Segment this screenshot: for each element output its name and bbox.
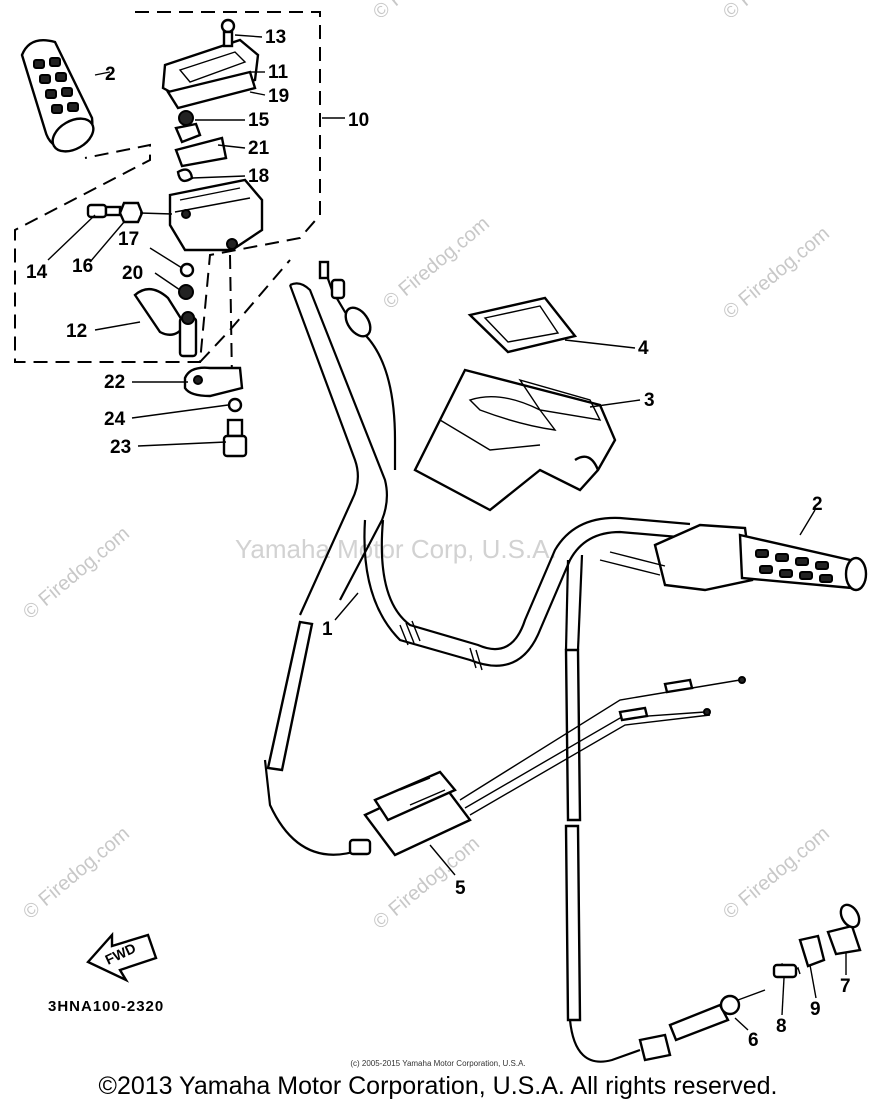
- site-watermark-5: © Firedog.com: [369, 832, 484, 933]
- clamp-22: [183, 366, 244, 398]
- cable-junction: [348, 770, 472, 857]
- callout-7: 7: [840, 976, 851, 997]
- throttle-cover: [161, 38, 260, 110]
- site-watermark-4: © Firedog.com: [19, 822, 134, 923]
- handlebar-cover: [413, 368, 617, 512]
- screw-23: [222, 418, 248, 458]
- copyright-notice: ©2013 Yamaha Motor Corporation, U.S.A. A…: [98, 1072, 778, 1100]
- callout-18: 18: [248, 166, 269, 187]
- spring-8: [772, 962, 801, 979]
- washer-24: [227, 397, 243, 413]
- callout-9: 9: [810, 999, 821, 1020]
- callout-23: 23: [110, 437, 131, 458]
- callout-24: 24: [104, 409, 126, 430]
- callout-4: 4: [638, 338, 649, 359]
- callout-11: 11: [268, 62, 289, 83]
- stop-switch-12: [133, 288, 198, 358]
- left-grip: [20, 38, 95, 153]
- washer-17: [179, 262, 195, 278]
- lens-cover: [467, 296, 578, 354]
- cable-adjuster: [638, 989, 766, 1062]
- callout-5: 5: [455, 878, 466, 899]
- center-watermark: Yamaha Motor Corp, U.S.A.: [235, 534, 557, 564]
- cables: [263, 676, 746, 856]
- callout-22: 22: [104, 372, 125, 393]
- callout-14: 14: [26, 262, 48, 283]
- callout-3: 3: [644, 390, 655, 411]
- callout-13: 13: [265, 27, 286, 48]
- nut-16: [118, 201, 144, 224]
- callout-15: 15: [248, 110, 270, 131]
- callout-2-right: 2: [812, 494, 823, 515]
- callout-16: 16: [72, 256, 93, 277]
- leader-lines: [47, 34, 847, 1031]
- site-watermark-6: © Firedog.com: [719, 822, 834, 923]
- lower-cable: [568, 1019, 641, 1063]
- washer-20: [178, 284, 194, 300]
- callout-1: 1: [322, 619, 333, 640]
- fwd-arrow-icon: FWD: [86, 931, 158, 983]
- callout-20: 20: [122, 263, 143, 284]
- cable-end-fittings: [318, 260, 372, 338]
- callouts: 1 2 2 3 4 5 6 7 8 9 10 11 12 13 14 15 16…: [26, 27, 851, 1051]
- callout-19: 19: [268, 86, 289, 107]
- site-watermark-3: © Firedog.com: [719, 222, 834, 323]
- right-grip: [599, 523, 868, 592]
- throttle-housing: [168, 178, 264, 252]
- assembly-box-lower: [199, 254, 291, 381]
- cap-7: [826, 903, 862, 956]
- callout-17: 17: [118, 229, 139, 250]
- cap-9: [798, 934, 826, 968]
- callout-12: 12: [66, 321, 87, 342]
- spring-18: [176, 168, 194, 183]
- callout-8: 8: [776, 1016, 787, 1037]
- callout-6: 6: [748, 1030, 759, 1051]
- screw-13: [220, 18, 236, 48]
- site-watermark-7: © Firedog.com: [369, 0, 484, 24]
- callout-2-left: 2: [105, 64, 116, 85]
- small-copyright: (c) 2005-2015 Yamaha Motor Corporation, …: [350, 1059, 526, 1068]
- nut-15: [174, 110, 202, 144]
- handlebar: [266, 282, 691, 1022]
- callout-10: 10: [348, 110, 369, 131]
- drawing-code: 3HNA100-2320: [48, 998, 165, 1015]
- site-watermark-1: © Firedog.com: [19, 522, 134, 623]
- site-watermark-8: © Firedog.com: [719, 0, 834, 24]
- site-watermark-2: © Firedog.com: [379, 212, 494, 313]
- bolt-14: [86, 203, 122, 219]
- callout-21: 21: [248, 138, 270, 159]
- throttle-lever-21: [174, 136, 228, 168]
